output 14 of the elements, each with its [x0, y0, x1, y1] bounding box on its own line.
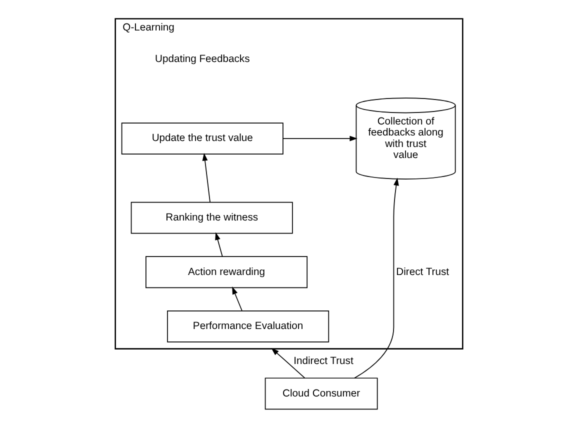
arrow	[232, 286, 242, 312]
node-box: Cloud Consumer	[264, 378, 378, 410]
node-box: Update the trust value	[120, 122, 283, 154]
edge-label: Indirect Trust	[293, 356, 353, 367]
arrow	[270, 348, 305, 378]
arrow	[202, 153, 210, 202]
node-box: Ranking the witness	[130, 202, 292, 234]
edge-label: Direct Trust	[396, 266, 448, 278]
arrow	[214, 232, 222, 257]
arrow	[354, 178, 398, 378]
label: Updating Feedbacks	[154, 54, 250, 65]
node-box: Action rewarding	[145, 256, 308, 288]
arrow	[282, 136, 357, 142]
node-box: Performance Evaluation	[166, 310, 329, 342]
